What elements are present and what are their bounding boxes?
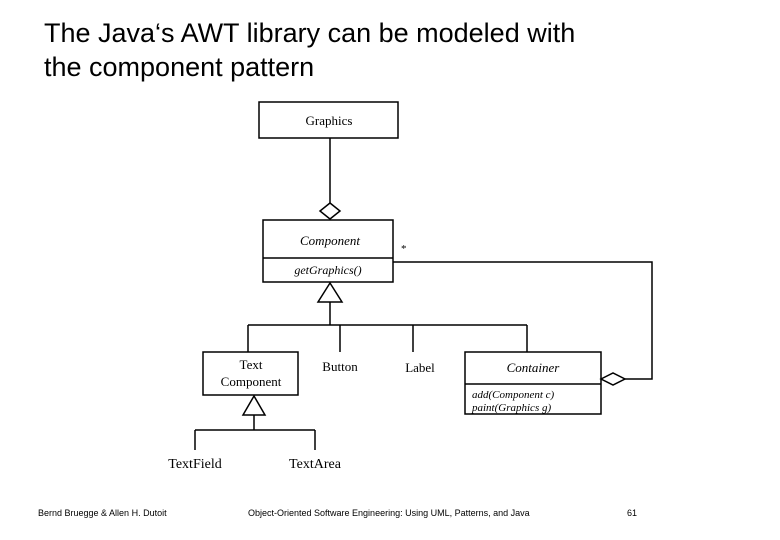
- text-field-class-name: TextField: [168, 457, 221, 472]
- text-component-name-line1: Text: [240, 357, 263, 372]
- text-component-name-line2: Component: [221, 374, 282, 389]
- component-class-name: Component: [300, 233, 360, 248]
- footer-page-number: 61: [627, 508, 638, 518]
- text-area-class-name: TextArea: [289, 457, 342, 472]
- container-method-paint: paint(Graphics g): [471, 402, 551, 414]
- multiplicity-label: *: [401, 243, 407, 255]
- text-component-class-box: [202, 351, 299, 396]
- container-class-box: [464, 351, 602, 415]
- label-class-name: Label: [405, 360, 435, 375]
- footer-authors: Bernd Bruegge & Allen H. Dutoit: [38, 508, 167, 518]
- title-line-1: The Java‘s AWT library can be modeled wi…: [44, 18, 576, 48]
- inheritance-triangle: [316, 281, 344, 303]
- title-line-2: the component pattern: [44, 52, 315, 82]
- footer-course: Object-Oriented Software Engineering: Us…: [248, 508, 530, 518]
- container-class-name: Container: [507, 360, 561, 375]
- container-method-add: add(Component c): [472, 389, 555, 401]
- slide-title: The Java‘s AWT library can be modeled wi…: [44, 16, 744, 84]
- component-method: getGraphics(): [294, 263, 361, 277]
- container-aggregation-diamond: [599, 372, 627, 386]
- text-inheritance-triangle: [241, 394, 267, 416]
- component-class-box: [262, 219, 394, 283]
- aggregation-diamond: [318, 202, 342, 220]
- button-class-name: Button: [322, 359, 358, 374]
- graphics-class-box: [258, 101, 399, 139]
- container-aggregation-line: [393, 261, 653, 380]
- graphics-class-name: Graphics: [306, 113, 353, 128]
